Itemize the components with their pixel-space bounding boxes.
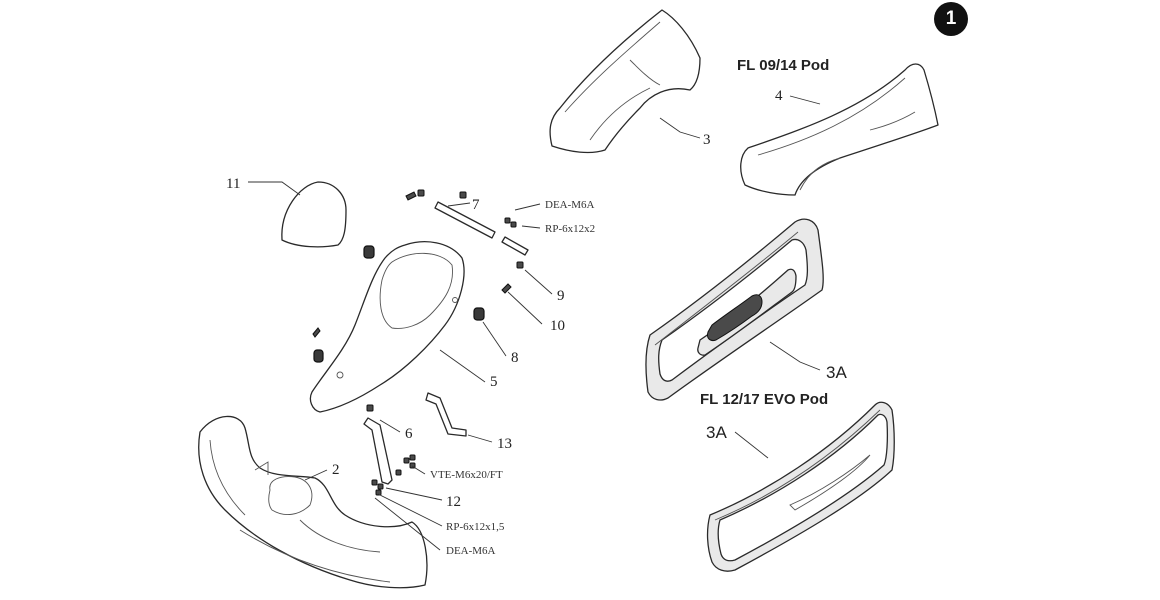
label-7: 7: [472, 197, 480, 213]
label-3: 3: [703, 132, 711, 148]
label-rp-6x12x15: RP-6x12x1,5: [446, 521, 505, 533]
part-4-pod-0914: [740, 63, 939, 196]
label-dea-m6a-top: DEA-M6A: [545, 199, 595, 211]
part-3a-evo-pod-front-view: [706, 401, 895, 572]
label-11: 11: [226, 176, 240, 192]
label-10: 10: [550, 318, 565, 334]
figure-number-badge: 1: [934, 2, 968, 36]
label-9: 9: [557, 288, 565, 304]
part-3-nose-panel: [549, 9, 701, 154]
label-4: 4: [775, 88, 783, 104]
label-3a-upper: 3A: [826, 363, 847, 382]
label-5: 5: [490, 374, 498, 390]
title-fl-0914-pod: FL 09/14 Pod: [737, 57, 829, 74]
callout-labels: 11 7 DEA-M6A RP-6x12x2 9 10 8 5 6 13 2 V…: [226, 57, 847, 557]
label-rp-6x12x2: RP-6x12x2: [545, 223, 595, 235]
label-6: 6: [405, 426, 413, 442]
label-2: 2: [332, 462, 340, 478]
label-8: 8: [511, 350, 519, 366]
hardware-rods-and-fasteners: [312, 189, 529, 496]
part-2-front-bumper: [198, 415, 428, 589]
label-13: 13: [497, 436, 512, 452]
part-5-front-panel: [309, 241, 465, 413]
label-12: 12: [446, 494, 461, 510]
label-vte-m6x20ft: VTE-M6x20/FT: [430, 469, 503, 481]
label-3a-lower: 3A: [706, 423, 727, 442]
part-3a-evo-pod-rear-view: [645, 218, 824, 401]
title-fl-1217-evo-pod: FL 12/17 EVO Pod: [700, 391, 828, 408]
part-11-number-plate: [281, 181, 347, 248]
label-dea-m6a-bottom: DEA-M6A: [446, 545, 496, 557]
leader-lines: [248, 95, 821, 551]
